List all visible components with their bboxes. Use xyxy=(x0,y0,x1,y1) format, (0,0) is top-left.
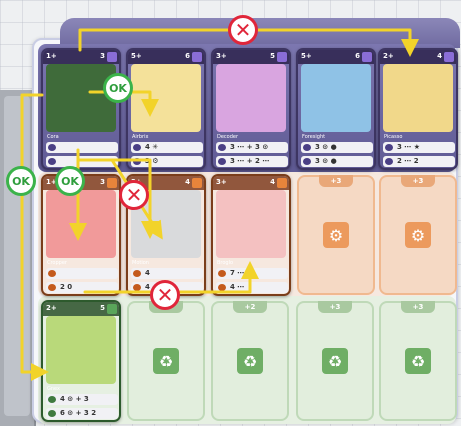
recycle-icon: ♻ xyxy=(322,348,348,374)
recycle-icon: ♻ xyxy=(405,348,431,374)
empty-slot-orange-2[interactable]: +3 ⚙ xyxy=(379,175,457,295)
invalid-move-badge: ✕ xyxy=(150,280,180,310)
card-type-icon xyxy=(107,178,117,188)
side-panel xyxy=(0,90,36,426)
card-points: 3 xyxy=(100,178,105,186)
card-effect-1: 3 ⋯ ★ xyxy=(383,142,455,153)
card-name: Cropper xyxy=(47,260,67,266)
card-effect-2: 6 ⊙ + 3 2 xyxy=(46,408,118,419)
card-airbrix[interactable]: 5+ 6 Airbrix 4 ✳ 3 ⚙ xyxy=(126,48,206,170)
card-name: Gnex xyxy=(47,386,60,392)
card-cost: 5+ xyxy=(131,52,142,60)
slot-cost: +2 xyxy=(233,301,267,313)
empty-slot-green-1[interactable]: +1 ♻ xyxy=(127,301,205,421)
card-name: Foresight xyxy=(302,134,325,140)
card-effect-1 xyxy=(46,142,118,153)
card-cost: 1+ xyxy=(46,52,57,60)
empty-slot-green-4[interactable]: +3 ♻ xyxy=(379,301,457,421)
card-type-icon xyxy=(192,52,202,62)
card-type-icon xyxy=(277,52,287,62)
card-art xyxy=(216,64,286,132)
valid-move-badge: OK xyxy=(6,166,36,196)
card-type-icon xyxy=(277,178,287,188)
card-effect-2: 4 ⋯ xyxy=(216,282,288,293)
card-type-icon xyxy=(192,178,202,188)
card-decoder[interactable]: 3+ 5 Decoder 3 ⋯ + 3 ⊙ 3 ⋯ + 2 ⋯ xyxy=(211,48,291,170)
invalid-move-badge: ✕ xyxy=(228,15,258,45)
card-name: Broglo xyxy=(217,260,233,266)
card-gnex[interactable]: 2+ 5 Gnex 4 ⊙ + 3 6 ⊙ + 3 2 xyxy=(41,300,121,422)
recycle-icon: ♻ xyxy=(153,348,179,374)
card-cora[interactable]: 1+ 3 Cora xyxy=(41,48,121,170)
card-effect-2: 3 ⚙ xyxy=(131,156,203,167)
slot-cost: +3 xyxy=(401,301,435,313)
card-effect-1: 4 xyxy=(131,268,203,279)
valid-move-badge: OK xyxy=(103,73,133,103)
card-art xyxy=(383,64,453,132)
card-art xyxy=(46,190,116,258)
card-name: Decoder xyxy=(217,134,238,140)
slot-cost: +3 xyxy=(319,175,353,187)
card-cost: 3+ xyxy=(216,52,227,60)
card-effect-1: 3 ⊙ ● xyxy=(301,142,373,153)
empty-slot-green-3[interactable]: +3 ♻ xyxy=(296,301,374,421)
card-effect-2: 3 ⊙ ● xyxy=(301,156,373,167)
card-cost: 2+ xyxy=(46,304,57,312)
slot-cost: +3 xyxy=(401,175,435,187)
card-cropper[interactable]: 1+ 3 Cropper 2 0 xyxy=(41,174,121,296)
card-cost: 5+ xyxy=(301,52,312,60)
card-points: 5 xyxy=(100,304,105,312)
card-type-icon xyxy=(107,52,117,62)
card-effect-1: 4 ⊙ + 3 xyxy=(46,394,118,405)
robot-arm-icon: ⚙ xyxy=(323,222,349,248)
card-type-icon xyxy=(362,52,372,62)
empty-slot-orange-1[interactable]: +3 ⚙ xyxy=(297,175,375,295)
card-effect-2: 3 ⋯ + 2 ⋯ xyxy=(216,156,288,167)
card-art xyxy=(301,64,371,132)
card-points: 6 xyxy=(355,52,360,60)
card-foresight[interactable]: 5+ 6 Foresight 3 ⊙ ● 3 ⊙ ● xyxy=(296,48,376,170)
card-art xyxy=(46,316,116,384)
card-effect-2 xyxy=(46,156,118,167)
card-effect-1: 4 ✳ xyxy=(131,142,203,153)
card-cost: 3+ xyxy=(216,178,227,186)
card-points: 6 xyxy=(185,52,190,60)
card-points: 5 xyxy=(270,52,275,60)
card-art xyxy=(46,64,116,132)
card-effect-2: 2 0 xyxy=(46,282,118,293)
card-name: Picasso xyxy=(384,134,402,140)
card-effect-1 xyxy=(46,268,118,279)
card-name: Cora xyxy=(47,134,59,140)
valid-move-badge: OK xyxy=(55,166,85,196)
card-effect-1: 7 ⋯ xyxy=(216,268,288,279)
card-points: 4 xyxy=(270,178,275,186)
card-picasso[interactable]: 2+ 4 Picasso 3 ⋯ ★ 2 ⋯ 2 xyxy=(378,48,458,170)
card-cost: 2+ xyxy=(383,52,394,60)
card-effect-1: 3 ⋯ + 3 ⊙ xyxy=(216,142,288,153)
recycle-icon: ♻ xyxy=(237,348,263,374)
card-effect-2: 2 ⋯ 2 xyxy=(383,156,455,167)
card-art xyxy=(216,190,286,258)
side-panel-strip xyxy=(4,96,30,416)
card-art xyxy=(131,64,201,132)
card-name: Airbrix xyxy=(132,134,148,140)
card-points: 4 xyxy=(437,52,442,60)
card-type-icon xyxy=(444,52,454,62)
slot-cost: +3 xyxy=(318,301,352,313)
card-points: 4 xyxy=(185,178,190,186)
card-type-icon xyxy=(107,304,117,314)
card-points: 3 xyxy=(100,52,105,60)
card-broglo[interactable]: 3+ 4 Broglo 7 ⋯ 4 ⋯ xyxy=(211,174,291,296)
card-name: Motion xyxy=(132,260,149,266)
robot-arm-icon: ⚙ xyxy=(405,222,431,248)
invalid-move-badge: ✕ xyxy=(119,180,149,210)
empty-slot-green-2[interactable]: +2 ♻ xyxy=(211,301,289,421)
